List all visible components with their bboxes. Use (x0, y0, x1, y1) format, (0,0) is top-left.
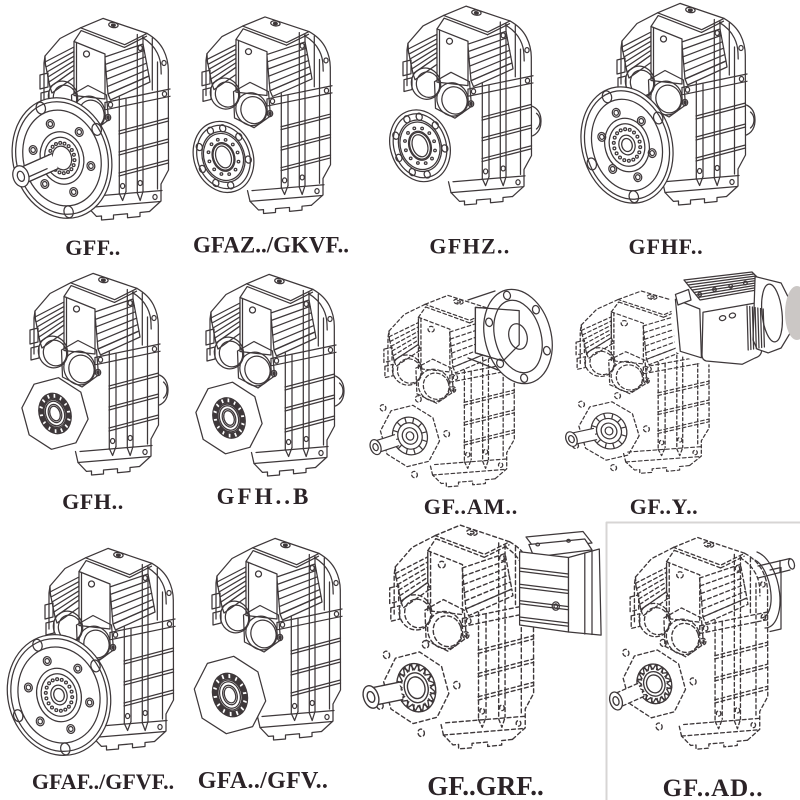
svg-text:GF..AM..: GF..AM.. (424, 494, 518, 519)
svg-text:GFF..: GFF.. (65, 235, 120, 260)
svg-text:GFAF../GFVF..: GFAF../GFVF.. (32, 769, 174, 794)
svg-text:GFHF..: GFHF.. (629, 234, 704, 259)
svg-text:GFHZ..: GFHZ.. (429, 234, 510, 259)
svg-text:GF..Y..: GF..Y.. (630, 494, 699, 519)
svg-text:GF..AD..: GF..AD.. (663, 775, 764, 800)
svg-text:GF..GRF..: GF..GRF.. (427, 771, 544, 800)
svg-text:GFH..B: GFH..B (217, 484, 312, 509)
svg-text:GFH..: GFH.. (62, 489, 124, 514)
svg-text:GFA../GFV..: GFA../GFV.. (198, 768, 328, 794)
svg-text:GFAZ../GKVF..: GFAZ../GKVF.. (193, 233, 349, 258)
